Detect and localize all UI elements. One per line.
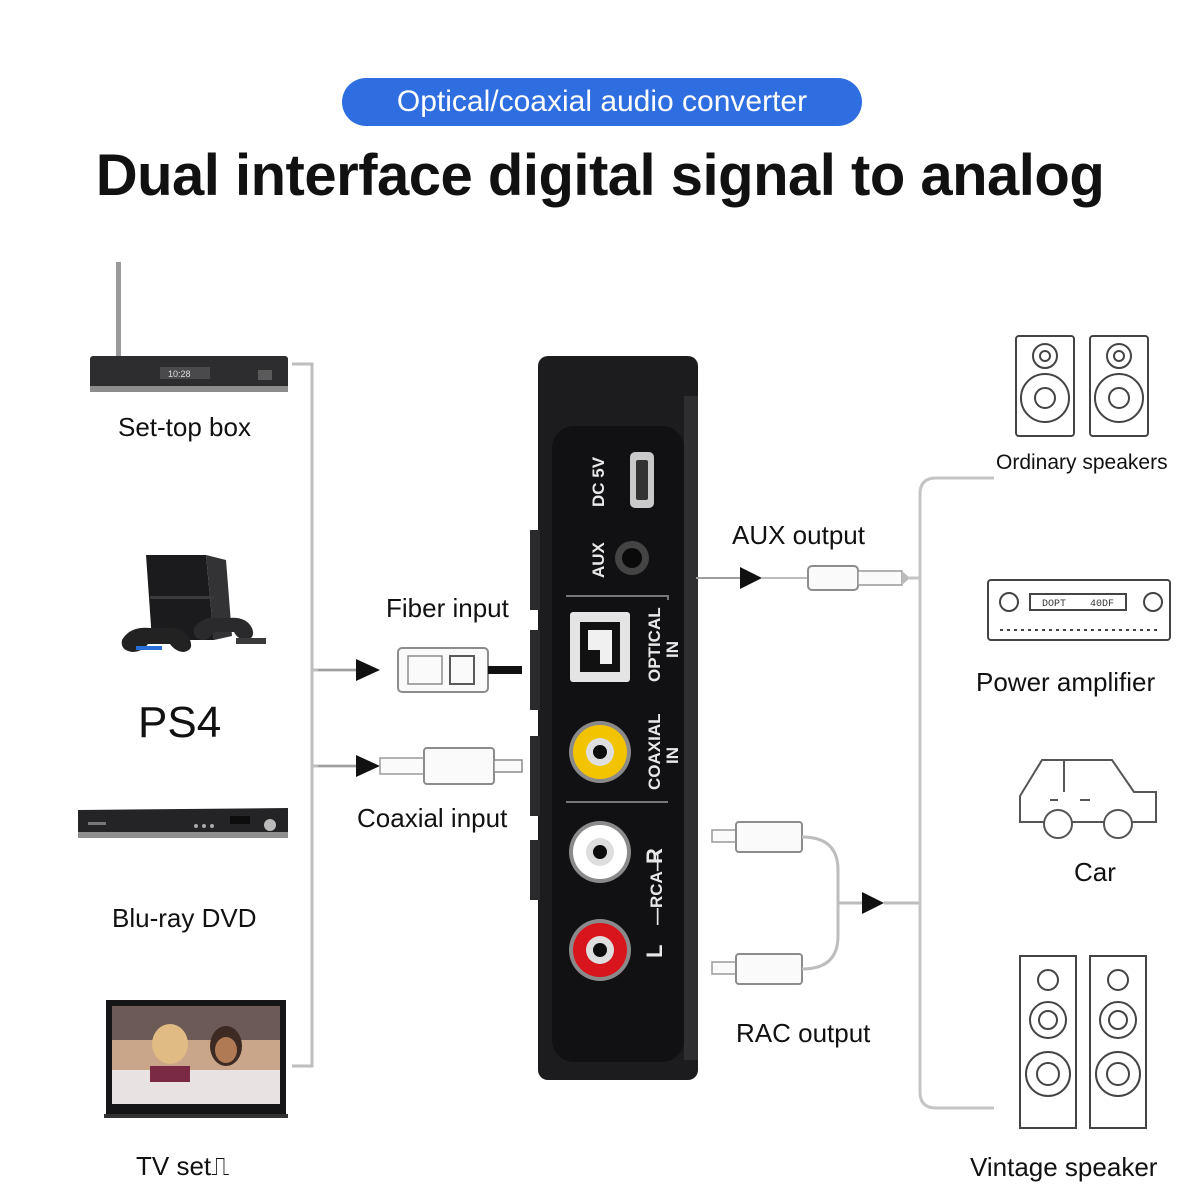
source-bracket [292, 362, 360, 1068]
aux-output-label: AUX output [732, 520, 865, 550]
vintage-speaker-label: Vintage speaker [970, 1152, 1158, 1182]
rca-output-label: RAC output [736, 1018, 871, 1048]
fiber-input-label: Fiber input [386, 593, 509, 623]
fiber-cable [318, 647, 522, 693]
dc-port-label: DC 5V [589, 456, 608, 507]
ordinary-speakers-label: Ordinary speakers [996, 451, 1168, 474]
converter-device [530, 356, 698, 1080]
set-top-box-image: 10:28 [90, 262, 288, 392]
svg-text:10:28: 10:28 [168, 369, 191, 379]
ps4-image [121, 555, 266, 652]
coaxial-port-label: COAXIAL [645, 714, 664, 791]
aux-port-label: AUX [589, 541, 608, 578]
rca-left-label: L [642, 945, 667, 958]
tv-set-image [104, 1000, 288, 1118]
bluray-dvd-image [78, 808, 288, 838]
rca-mid-label: —RCA— [647, 854, 666, 925]
optical-port-label-2: IN [663, 641, 682, 658]
power-amplifier-label: Power amplifier [976, 667, 1156, 697]
page-title: Dual interface digital signal to analog [95, 143, 1105, 208]
amplifier-display-left: DOPT [1042, 599, 1066, 610]
ordinary-speakers-image [1015, 335, 1149, 437]
bluray-dvd-label: Blu-ray DVD [112, 903, 257, 933]
coaxial-input-label: Coaxial input [357, 803, 508, 833]
amplifier-display-right: 40DF [1090, 599, 1114, 610]
car-image [1019, 759, 1157, 839]
coaxial-port-label-2: IN [663, 747, 682, 764]
set-top-box-label: Set-top box [118, 412, 251, 442]
tv-set-label: TV set⎍ [136, 1151, 230, 1181]
vintage-speakers-image [1019, 955, 1147, 1129]
power-amplifier-image [987, 579, 1171, 641]
coaxial-cable [318, 747, 523, 785]
rca-right-label: R [642, 848, 667, 864]
category-badge: Optical/coaxial audio converter [342, 78, 862, 126]
optical-port-label: OPTICAL [645, 607, 664, 682]
output-bracket [918, 476, 994, 1110]
aux-cable [696, 565, 910, 591]
car-label: Car [1074, 857, 1116, 887]
ps4-label: PS4 [138, 698, 222, 747]
rca-cable [711, 821, 920, 985]
